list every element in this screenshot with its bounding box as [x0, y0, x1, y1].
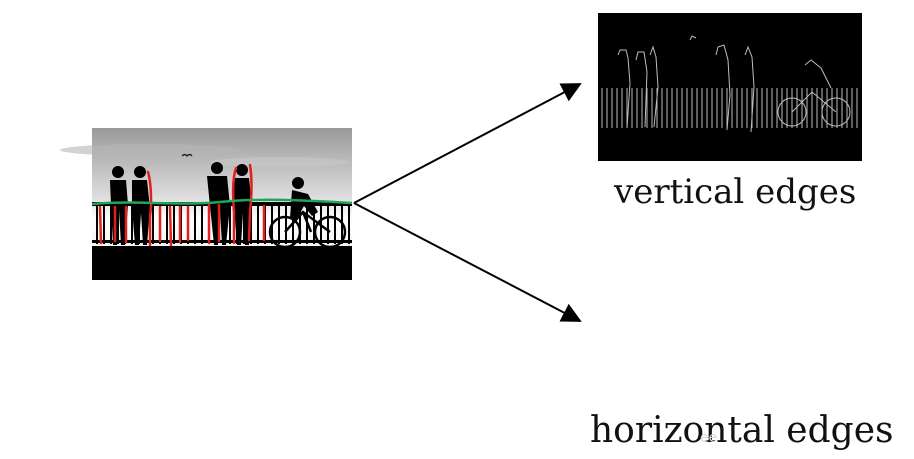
arrow-to-horizontal — [353, 202, 582, 322]
vertical-edges-caption: vertical edges — [614, 172, 857, 212]
vertical-edges-image — [598, 13, 862, 161]
horizontal-edges-caption: horizontal edges — [590, 410, 894, 451]
original-photo — [60, 128, 353, 280]
arrow-to-vertical — [353, 83, 582, 204]
watermark-text: ee — [700, 430, 718, 446]
